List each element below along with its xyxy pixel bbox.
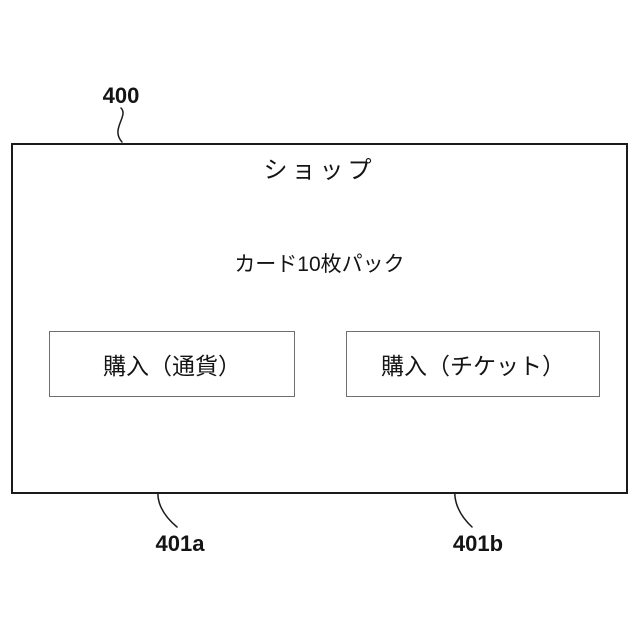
leader-line-400 [117, 107, 124, 143]
ref-label-400: 400 [102, 83, 140, 108]
buy-with-ticket-button[interactable]: 購入（チケット） [346, 331, 600, 397]
card-pack-item-label: カード10枚パック [234, 253, 405, 276]
buy-with-currency-button[interactable]: 購入（通貨） [49, 331, 295, 397]
shop-screen-frame: ショップ カード10枚パック 購入（通貨） 購入（チケット） [11, 143, 628, 494]
buy-with-ticket-button-label: 購入（チケット） [381, 353, 565, 379]
ref-label-401a: 401a [155, 531, 205, 556]
ref-label-401b: 401b [452, 531, 504, 556]
buy-with-currency-button-label: 購入（通貨） [103, 353, 241, 379]
shop-screen-title: ショップ [263, 157, 376, 184]
